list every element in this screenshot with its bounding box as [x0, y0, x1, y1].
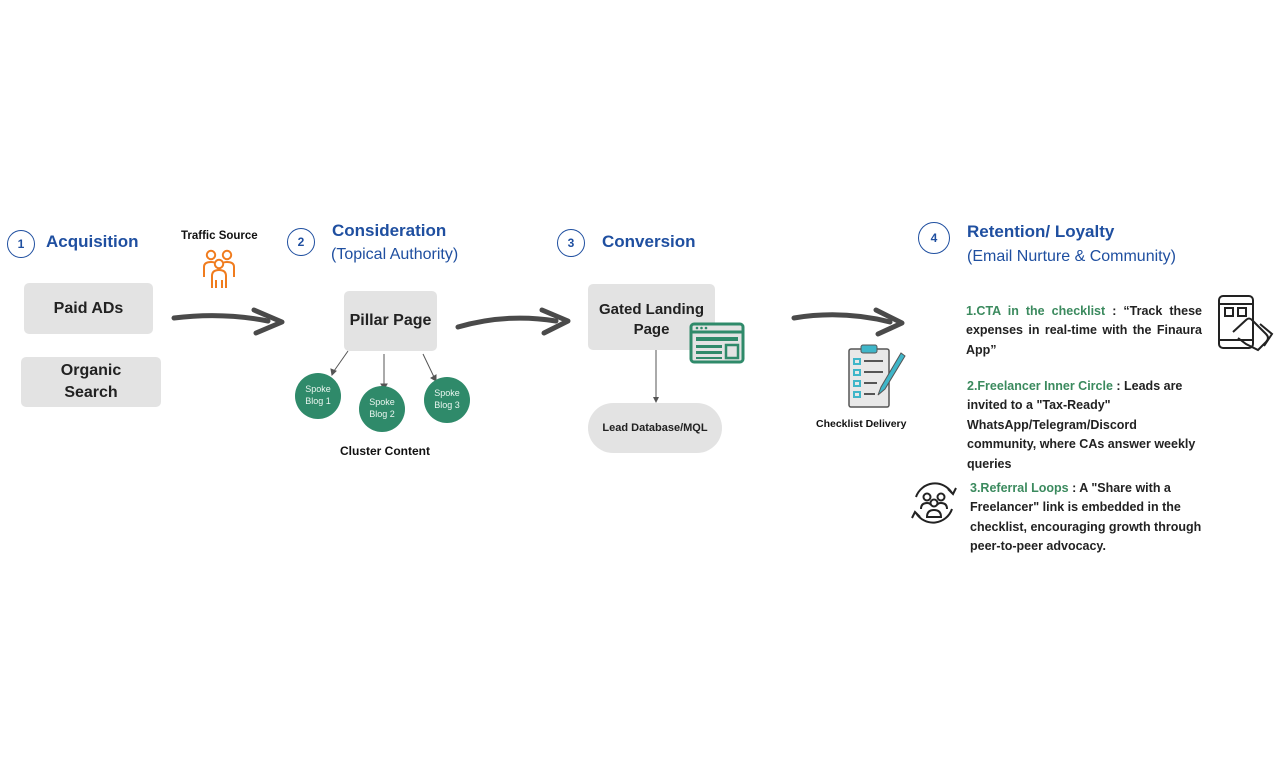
landing-label-2: Page	[633, 321, 670, 339]
web-page-icon	[689, 322, 745, 364]
organic-label-2: Search	[64, 384, 118, 401]
checklist-delivery-label: Checklist Delivery	[816, 418, 907, 430]
phone-tap-icon	[1218, 295, 1274, 352]
paid-ads-label: Paid ADs	[53, 299, 124, 317]
retention-item-2-body: : Leads are invited to a "Tax-Ready" Wha…	[967, 379, 1196, 471]
retention-item-1-body: : “Track these expenses in real-time wit…	[966, 304, 1202, 357]
landing-label-1: Gated Landing	[599, 301, 704, 318]
lead-database-box: Lead Database/MQL	[588, 403, 722, 453]
stage-3-title: Conversion	[602, 232, 696, 251]
spoke-3-line1: Spoke	[434, 388, 460, 399]
cluster-content-label: Cluster Content	[340, 444, 430, 458]
spoke-blog-1: Spoke Blog 1	[295, 373, 341, 419]
retention-item-3-body: : A "Share with a Freelancer" link is em…	[970, 481, 1202, 554]
retention-item-2-head: 2.Freelancer Inner Circle	[967, 379, 1113, 393]
arrow-consideration-to-conversion	[455, 307, 571, 336]
retention-item-3: 3.Referral Loops : A "Share with a Freel…	[970, 479, 1206, 557]
arrow-acquisition-to-consideration	[171, 307, 285, 336]
stage-4-title: Retention/ Loyalty	[967, 222, 1115, 241]
spoke-3-line2: Blog 3	[434, 400, 460, 410]
lead-database-label: Lead Database/MQL	[602, 421, 708, 434]
retention-item-2: 2.Freelancer Inner Circle : Leads are in…	[967, 377, 1207, 474]
people-group-icon	[203, 249, 235, 288]
spoke-1-line2: Blog 1	[305, 396, 331, 406]
clipboard-checklist-icon	[848, 344, 906, 408]
spoke-1-line1: Spoke	[305, 384, 331, 395]
organic-label-1: Organic	[60, 362, 122, 380]
stage-3-number: 3	[557, 229, 585, 257]
spoke-blog-3: Spoke Blog 3	[424, 377, 470, 423]
retention-item-1-head: 1.CTA in the checklist	[966, 304, 1106, 318]
spoke-2-line2: Blog 2	[369, 409, 395, 419]
paid-ads-box: Paid ADs	[24, 283, 153, 334]
traffic-source-label: Traffic Source	[181, 230, 258, 242]
retention-item-1: 1.CTA in the checklist : “Track these ex…	[966, 302, 1202, 360]
stage-1-number: 1	[7, 230, 35, 258]
stage-2-title: Consideration	[332, 221, 447, 240]
stage-2-subtitle: (Topical Authority)	[331, 246, 459, 263]
stage-4-subtitle: (Email Nurture & Community)	[967, 248, 1176, 265]
arrow-conversion-to-retention	[791, 307, 905, 337]
pillar-page-box: Pillar Page	[344, 291, 437, 351]
community-cycle-icon	[911, 482, 957, 524]
spoke-2-line1: Spoke	[369, 397, 395, 408]
stage-4-number: 4	[918, 222, 950, 254]
stage-1-title: Acquisition	[46, 232, 139, 251]
organic-search-box: Organic Search	[21, 357, 161, 407]
landing-to-lead-line	[653, 350, 659, 403]
spoke-blog-2: Spoke Blog 2	[359, 386, 405, 432]
pillar-page-label: Pillar Page	[349, 312, 432, 330]
stage-2-number: 2	[287, 228, 315, 256]
retention-item-3-head: 3.Referral Loops	[970, 481, 1069, 495]
